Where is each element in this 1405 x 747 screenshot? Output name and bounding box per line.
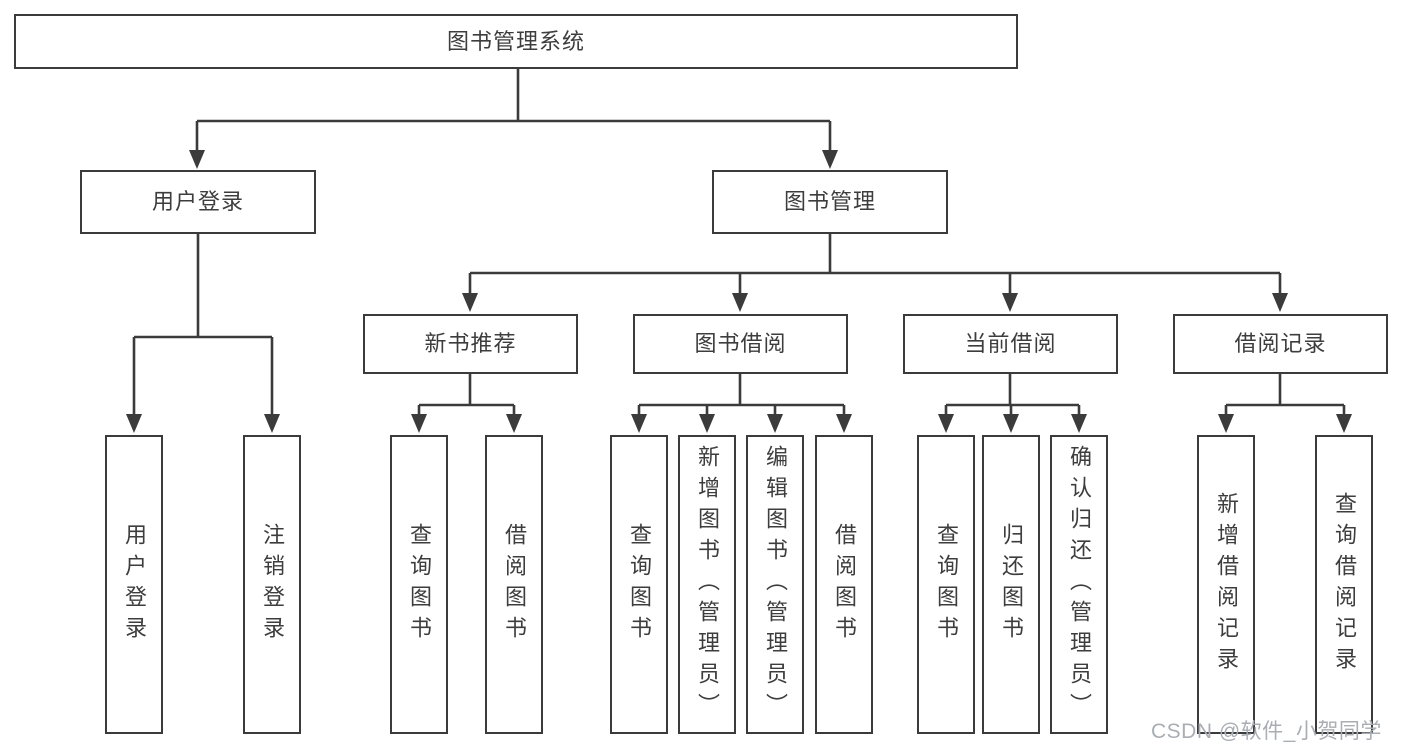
leaf-query-books-current: 查询图书	[917, 435, 975, 734]
arrowhead	[1336, 414, 1352, 433]
node-current-borrowing: 当前借阅	[903, 314, 1118, 374]
leaf-label: 用户登录	[122, 522, 147, 647]
node-label: 借阅记录	[1234, 331, 1327, 356]
arrowhead	[1272, 293, 1288, 312]
arrowhead	[506, 414, 522, 433]
leaf-borrow-books-borrowing: 借阅图书	[815, 435, 873, 734]
leaf-edit-book-admin: 编辑图书（管理员）	[746, 435, 804, 734]
leaf-query-books-borrowing: 查询图书	[610, 435, 668, 734]
leaf-add-book-admin: 新增图书（管理员）	[678, 435, 736, 734]
leaf-label: 借阅图书	[832, 522, 857, 647]
node-book-management-branch: 图书管理	[712, 170, 948, 234]
leaf-label: 查询借阅记录	[1332, 491, 1357, 678]
leaf-label: 新增借阅记录	[1214, 491, 1239, 678]
leaf-label: 归还图书	[999, 522, 1024, 647]
node-label: 图书管理	[783, 189, 876, 214]
node-library-management-system: 图书管理系统	[14, 14, 1018, 69]
leaf-label: 查询图书	[407, 522, 432, 647]
arrowhead	[462, 293, 478, 312]
arrowhead	[189, 150, 205, 169]
node-borrowing-records: 借阅记录	[1173, 314, 1388, 374]
arrowhead	[938, 414, 954, 433]
leaf-label: 确认归还（管理员）	[1067, 445, 1092, 724]
node-label: 图书借阅	[694, 331, 787, 356]
node-book-borrowing: 图书借阅	[633, 314, 848, 374]
arrowhead	[822, 150, 838, 169]
node-label: 图书管理系统	[446, 28, 585, 54]
leaf-add-borrow-record: 新增借阅记录	[1197, 435, 1255, 734]
arrowhead	[631, 414, 647, 433]
arrowhead	[411, 414, 427, 433]
leaf-query-borrow-record: 查询借阅记录	[1315, 435, 1373, 734]
node-label: 新书推荐	[424, 331, 517, 356]
leaf-logout: 注销登录	[243, 435, 301, 734]
arrowhead	[1003, 414, 1019, 433]
arrowhead	[767, 414, 783, 433]
leaf-return-books: 归还图书	[982, 435, 1040, 734]
leaf-label: 查询图书	[934, 522, 959, 647]
node-label: 用户登录	[151, 189, 244, 214]
csdn-watermark: CSDN @软件_小贺同学	[1151, 720, 1382, 743]
arrowhead	[732, 293, 748, 312]
leaf-query-books-recommend: 查询图书	[390, 435, 448, 734]
arrowhead	[1071, 414, 1087, 433]
node-user-login-branch: 用户登录	[80, 170, 316, 234]
arrowhead	[264, 414, 280, 433]
arrowhead	[1002, 293, 1018, 312]
node-new-book-recommendation: 新书推荐	[363, 314, 578, 374]
arrowhead	[126, 414, 142, 433]
leaf-label: 编辑图书（管理员）	[763, 445, 788, 724]
leaf-label: 查询图书	[627, 522, 652, 647]
arrowhead	[699, 414, 715, 433]
leaf-borrow-books-recommend: 借阅图书	[485, 435, 543, 734]
node-label: 当前借阅	[964, 331, 1057, 356]
leaf-confirm-return-admin: 确认归还（管理员）	[1050, 435, 1108, 734]
leaf-user-login: 用户登录	[105, 435, 163, 734]
leaf-label: 借阅图书	[502, 522, 527, 647]
leaf-label: 新增图书（管理员）	[695, 445, 720, 724]
arrowhead	[836, 414, 852, 433]
leaf-label: 注销登录	[260, 522, 285, 647]
arrowhead	[1218, 414, 1234, 433]
